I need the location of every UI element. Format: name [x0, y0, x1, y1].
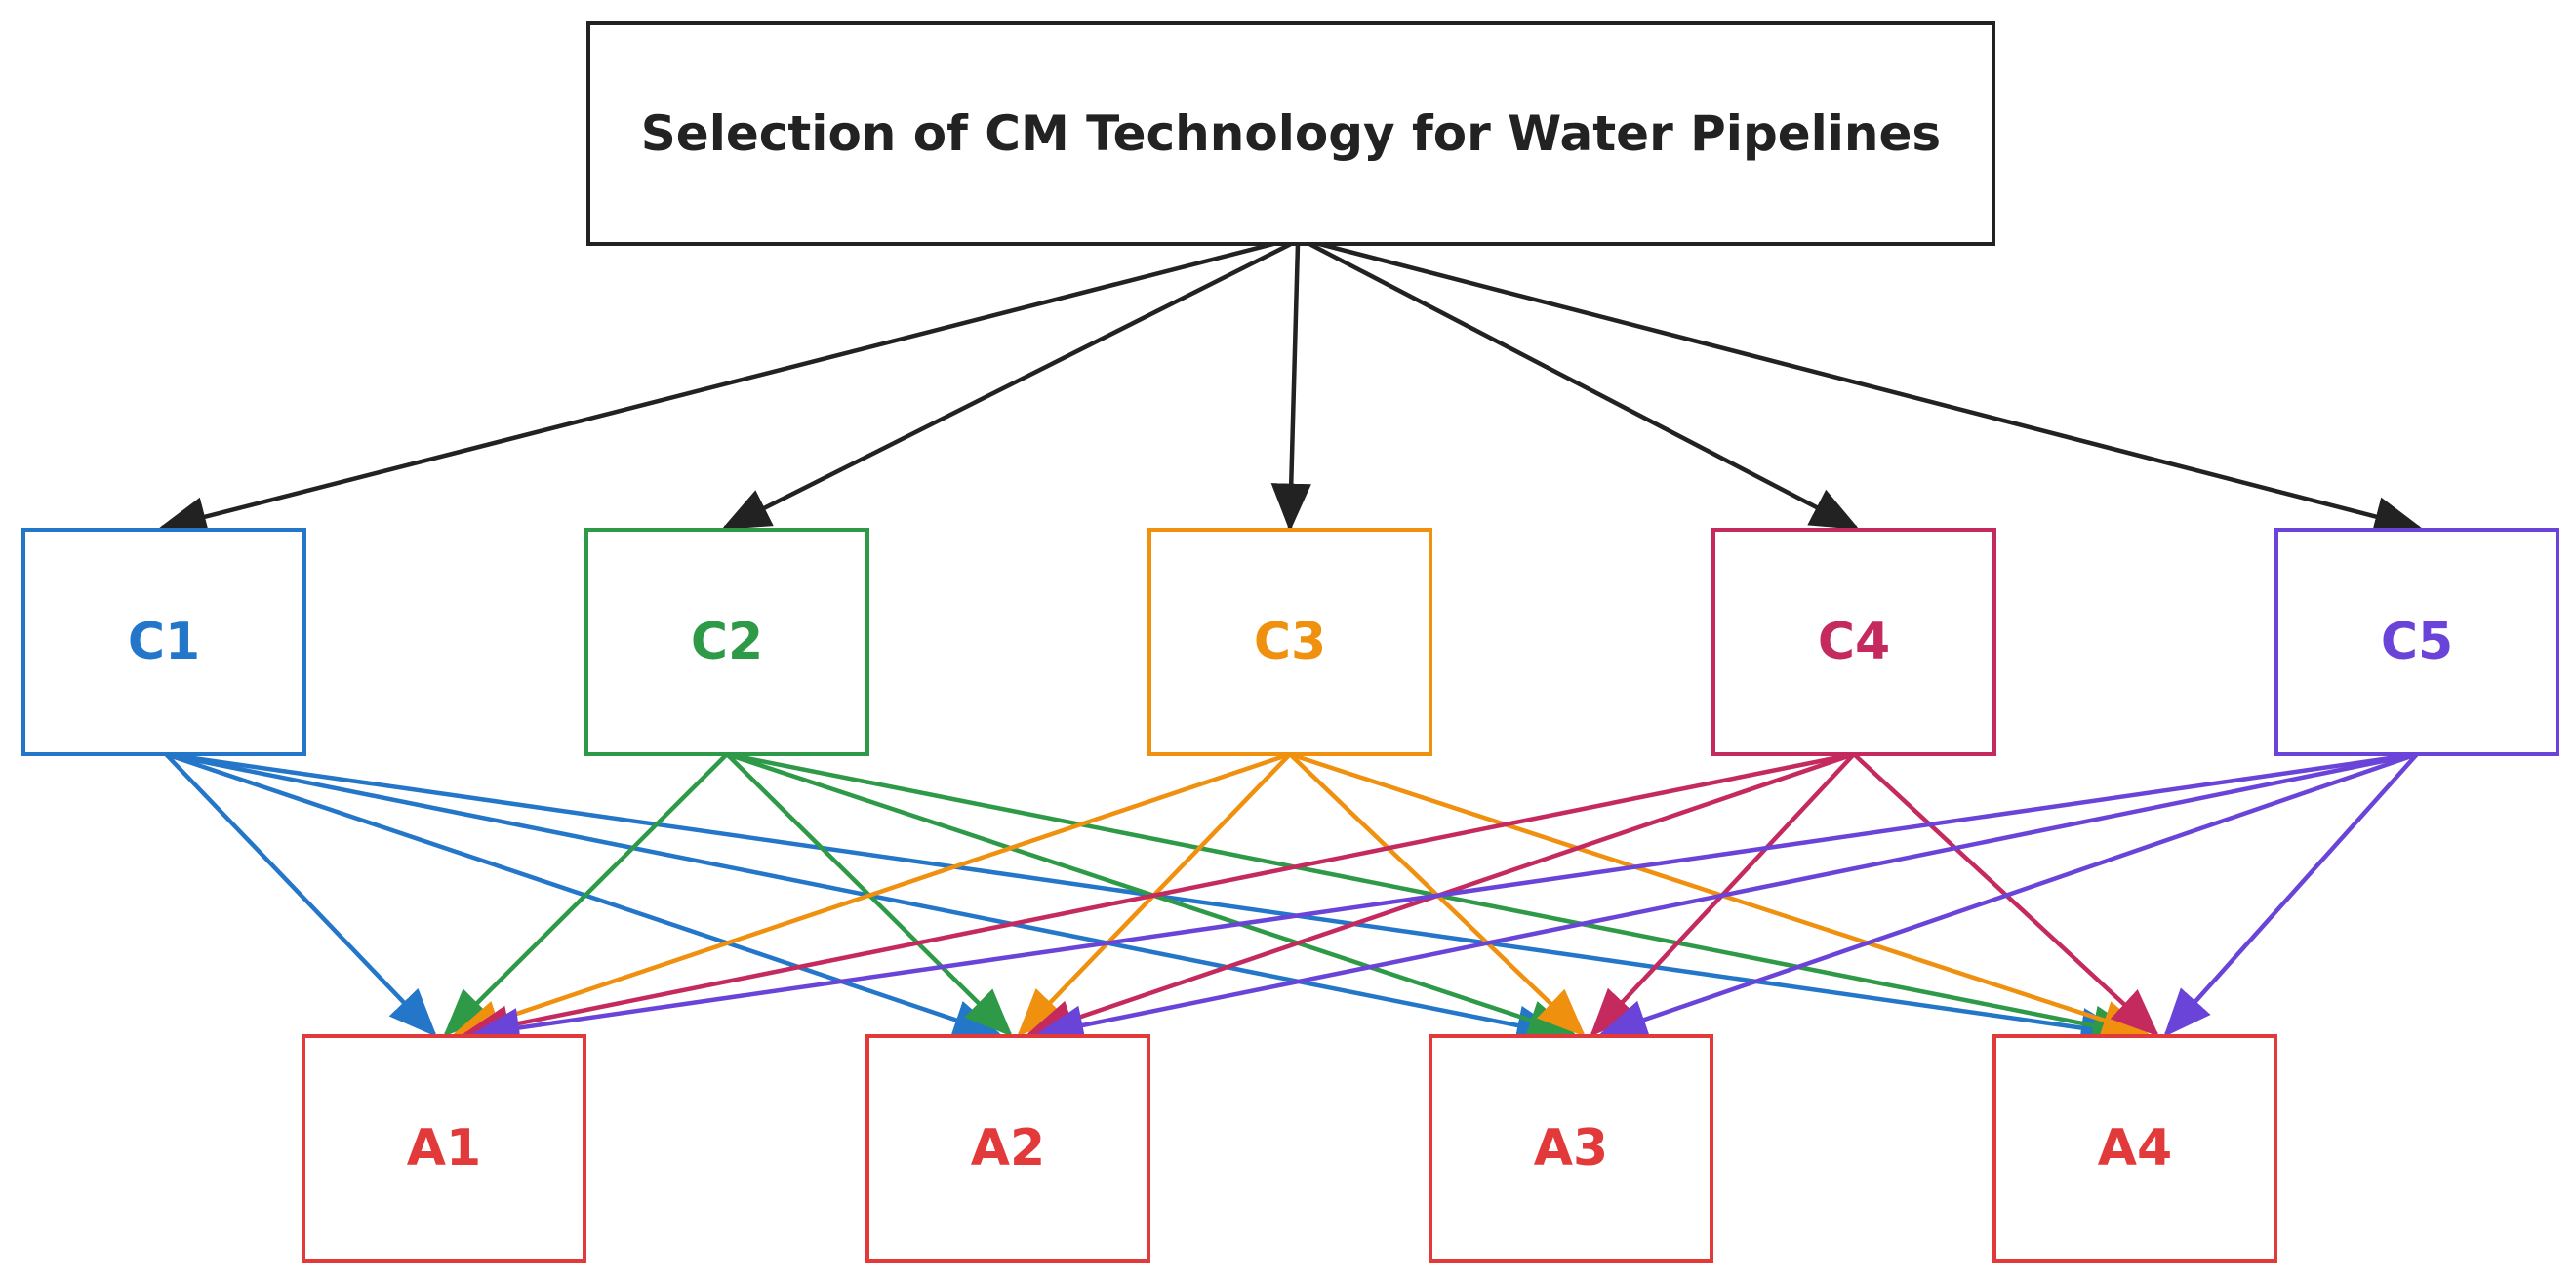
criterion-label-c3: C3 [1254, 613, 1326, 671]
edge-goal-c3 [1270, 243, 1311, 533]
alternatives-layer: A1 A2 A3 A4 [302, 1034, 2277, 1263]
criterion-box-c1 [21, 528, 306, 756]
alternative-label-a1: A1 [407, 1119, 481, 1178]
goal-box [586, 21, 1995, 246]
alternative-box-a2 [865, 1034, 1150, 1263]
alternative-node-a1: A1 [302, 1034, 586, 1263]
criterion-node-c5: C5 [2274, 528, 2559, 756]
criterion-box-c4 [1711, 528, 1996, 756]
criterion-node-c4: C4 [1711, 528, 1996, 756]
criterion-label-c1: C1 [128, 613, 200, 671]
criterion-box-c3 [1147, 528, 1432, 756]
alternative-box-a4 [1992, 1034, 2277, 1263]
alternative-label-a3: A3 [1534, 1119, 1608, 1178]
edge-c5-a1 [470, 751, 2418, 1048]
alternative-node-a3: A3 [1429, 1034, 1713, 1263]
goal-node: Selection of CM Technology for Water Pip… [586, 21, 1995, 246]
edge-c1-a2 [165, 751, 1002, 1040]
criterion-node-c3: C3 [1147, 528, 1432, 756]
alternative-box-a1 [302, 1034, 586, 1263]
edge-c1-a3 [165, 751, 1566, 1046]
criterion-node-c2: C2 [584, 528, 869, 756]
edge-goal-c2 [721, 241, 1293, 531]
alternative-box-a3 [1429, 1034, 1713, 1263]
criterion-node-c1: C1 [21, 528, 306, 756]
goal-label: Selection of CM Technology for Water Pip… [641, 105, 1941, 162]
alternative-label-a4: A4 [2098, 1119, 2172, 1178]
criterion-label-c5: C5 [2381, 613, 2453, 671]
edge-c5-a4 [2163, 752, 2419, 1038]
edge-goal-c5 [1318, 241, 2423, 537]
edge-goal-c4 [1308, 242, 1860, 530]
alternative-node-a4: A4 [1992, 1034, 2277, 1263]
criterion-label-c4: C4 [1818, 613, 1890, 671]
criterion-label-c2: C2 [691, 613, 763, 671]
edge-c1-a1 [164, 752, 437, 1037]
edges-layer [158, 241, 2423, 1048]
criteria-layer: C1 C2 C3 C4 C5 [21, 528, 2559, 756]
alternative-label-a2: A2 [971, 1119, 1045, 1178]
criterion-box-c5 [2274, 528, 2559, 756]
edge-c4-a1 [461, 751, 1855, 1046]
edge-c2-a1 [443, 752, 729, 1037]
alternative-node-a2: A2 [865, 1034, 1150, 1263]
criterion-box-c2 [584, 528, 869, 756]
edge-c3-a1 [452, 751, 1291, 1040]
edge-goal-c1 [158, 241, 1274, 537]
edge-c5-a3 [1598, 751, 2418, 1039]
edge-c5-a2 [1034, 751, 2418, 1046]
